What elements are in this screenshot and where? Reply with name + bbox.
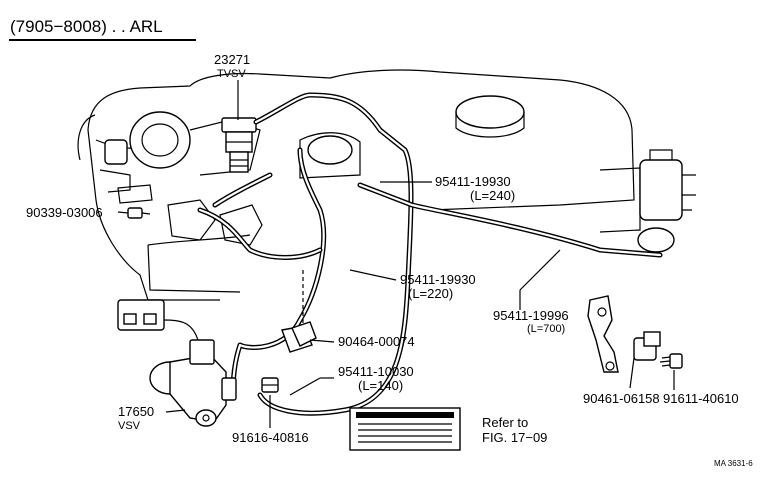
hose-240-length: (L=240) — [470, 188, 515, 203]
hose-network — [197, 92, 663, 416]
hose-700-part-number: 95411-19996 — [493, 308, 569, 323]
hose-140-length: (L=140) — [358, 378, 403, 393]
vacuum-valve-icon — [307, 135, 353, 165]
diaphragm-icon — [637, 227, 675, 253]
hose-220-length: (L=220) — [408, 286, 453, 301]
tvsv-name: TVSV — [217, 68, 246, 80]
bolt-left-part-number: 90339-03006 — [26, 205, 103, 220]
bolt-right-part-number: 91611-40610 — [663, 391, 739, 406]
clamp-part-number: 90464-00074 — [338, 334, 415, 349]
hose-140-part-number: 95411-10030 — [338, 364, 414, 379]
intake-port-icon — [104, 139, 128, 165]
distributor-icon — [639, 159, 683, 221]
bracket-icon — [587, 295, 661, 373]
bracket-part-number: 90461-06158 — [583, 391, 660, 406]
throttle-body-icon — [129, 111, 191, 169]
leader-lines — [117, 80, 675, 428]
bolt-right-icon — [659, 353, 683, 369]
drawing-code: MA 3631-6 — [714, 459, 753, 468]
fitting-part-number: 91616-40816 — [232, 430, 309, 445]
vsv-name: VSV — [118, 420, 141, 432]
engine-block — [77, 69, 696, 301]
hose-clamp-icon — [281, 321, 317, 353]
connector-icon — [117, 299, 201, 346]
reservoir-cap-icon — [455, 95, 525, 129]
tvsv-component — [221, 117, 257, 173]
diagram-title: (7905−8008) . . ARL — [10, 17, 163, 36]
vsv-part-number: 17650 — [118, 404, 154, 419]
fitting-icon — [261, 377, 279, 393]
hose-220-part-number: 95411-19930 — [400, 272, 476, 287]
reference-line1: Refer to — [482, 415, 528, 430]
hose-240-part-number: 95411-19930 — [435, 174, 511, 189]
reference-line2: FIG. 17−09 — [482, 430, 547, 445]
bolt-left-icon — [127, 207, 151, 219]
vsv-component — [149, 339, 237, 427]
hose-700-length: (L=700) — [527, 323, 565, 335]
emission-label-icon — [349, 407, 461, 451]
tvsv-part-number: 23271 — [214, 52, 250, 67]
